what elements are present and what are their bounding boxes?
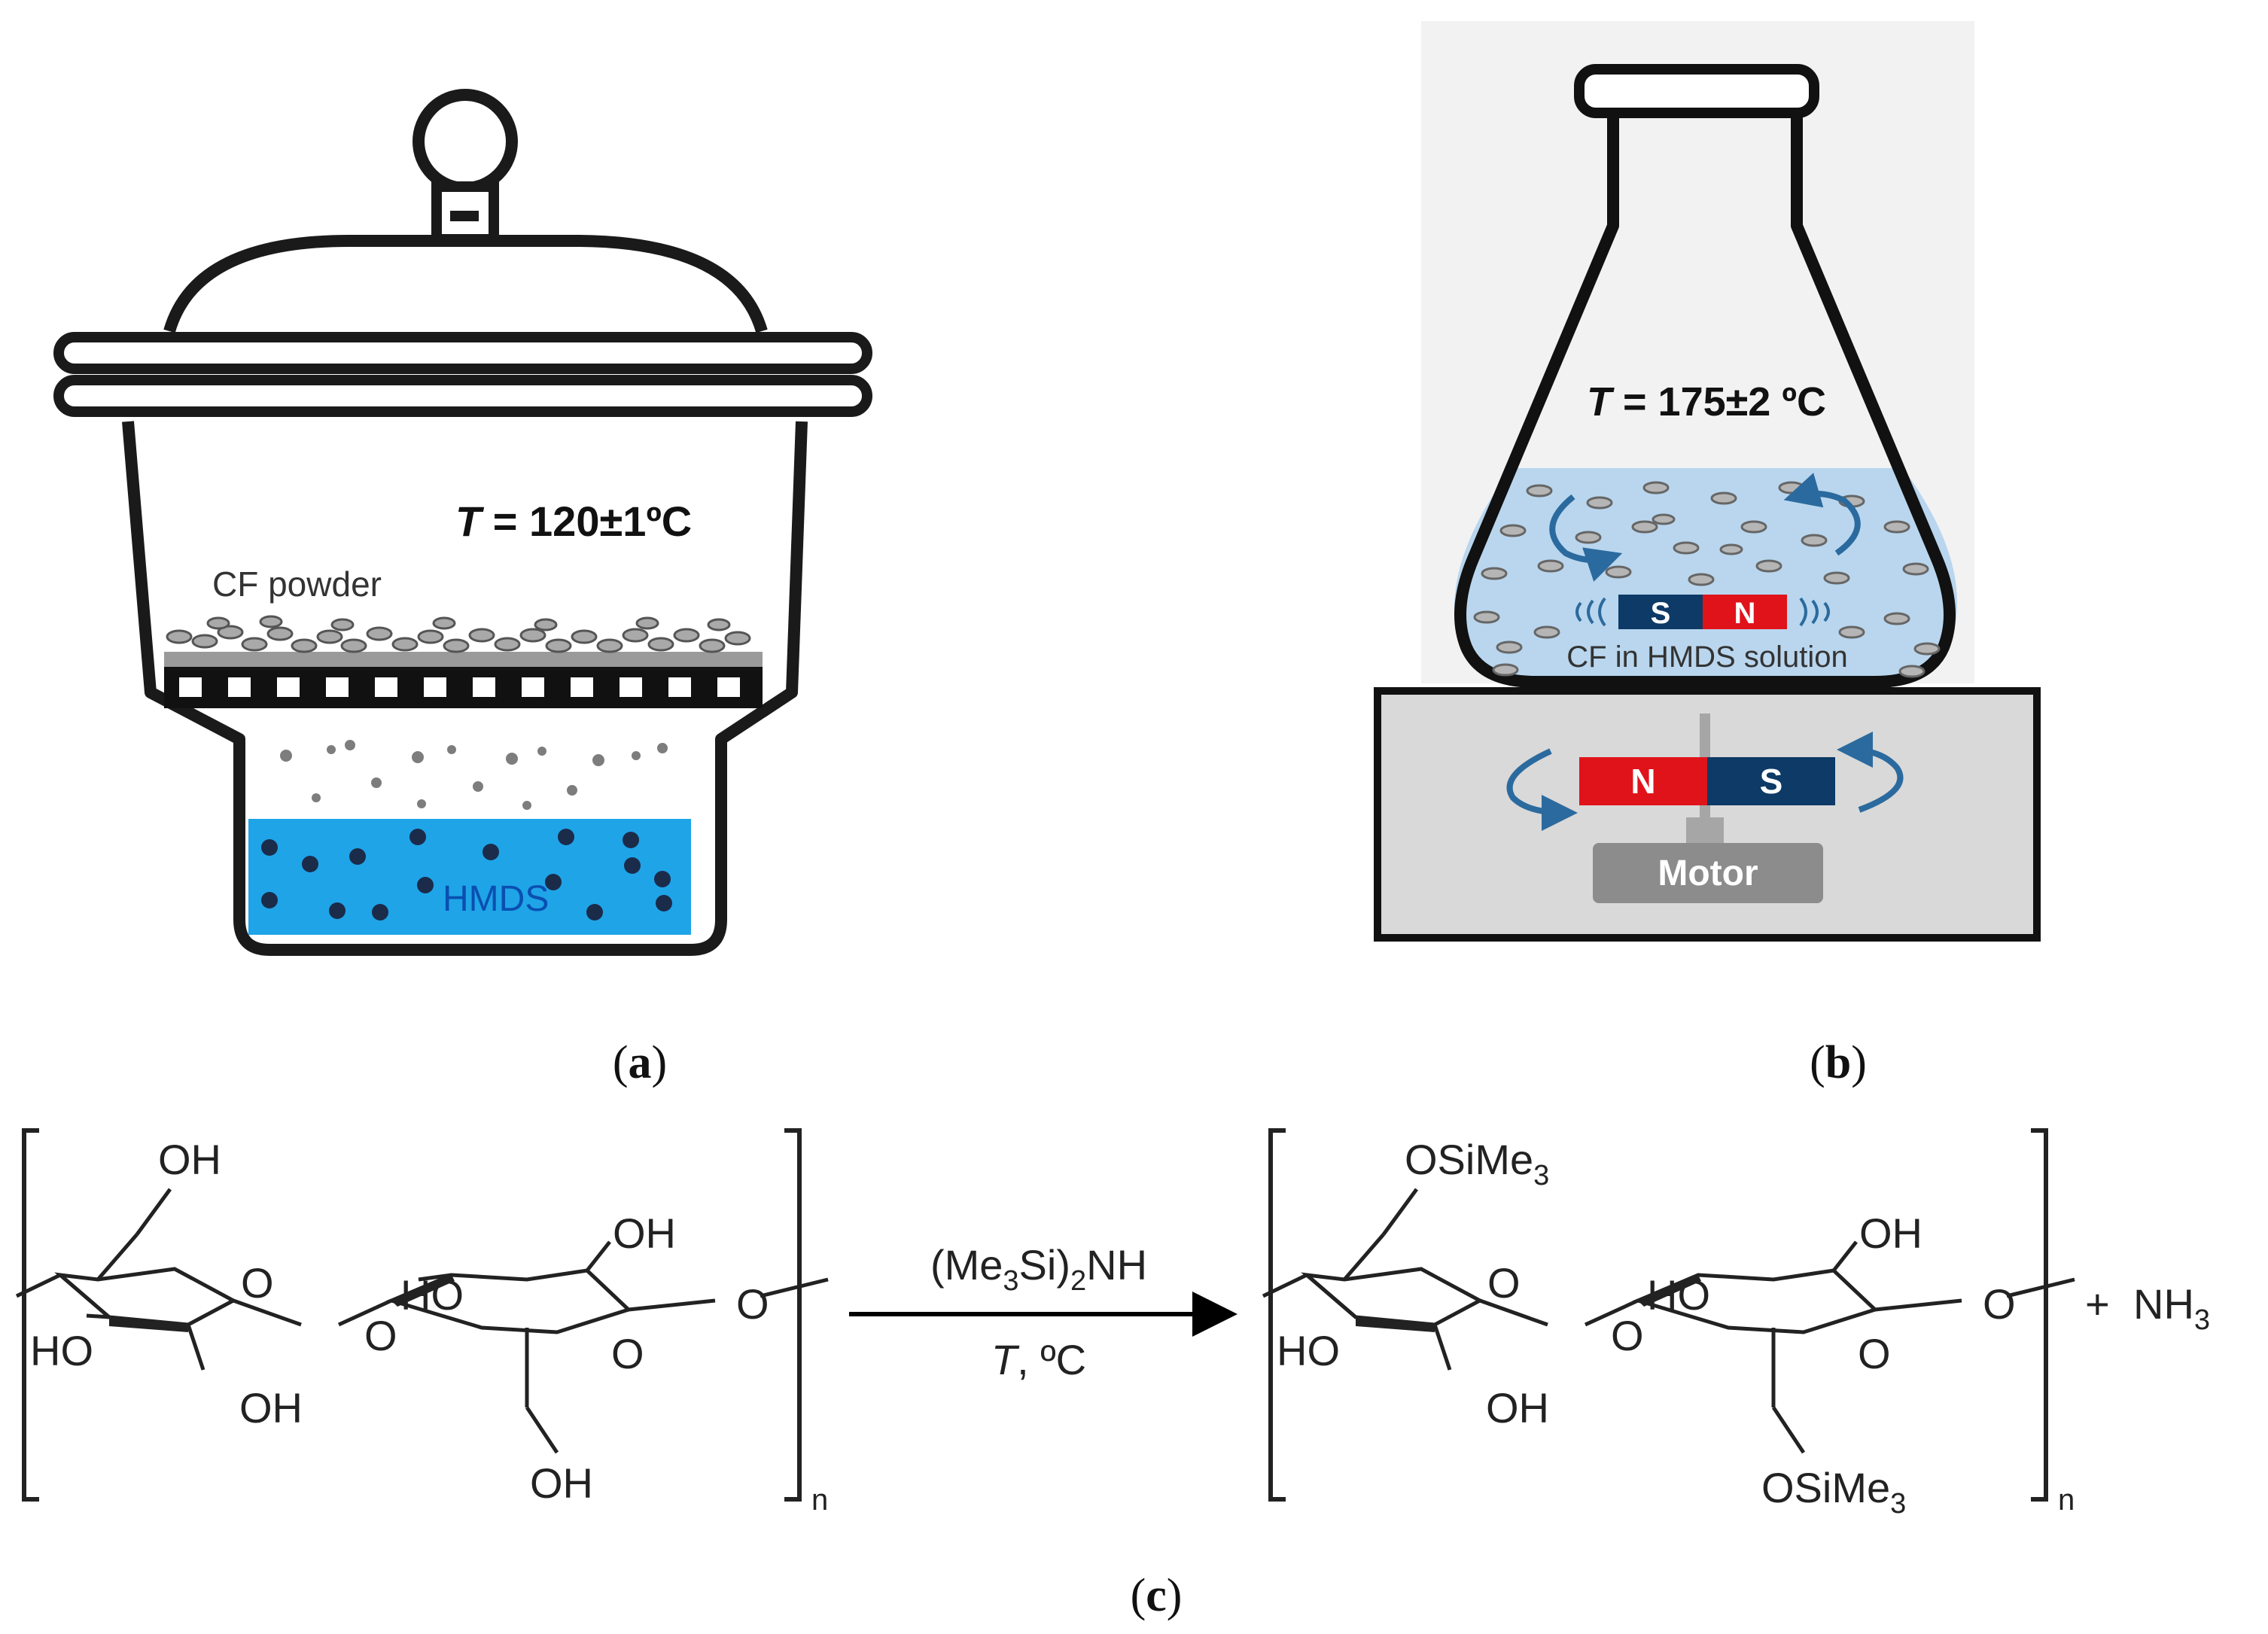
byproduct-nh3: NH3 bbox=[2133, 1280, 2210, 1336]
reactant-bracket-left bbox=[22, 1128, 39, 1502]
motor-label: Motor bbox=[1658, 854, 1758, 893]
panel-c: OH OH O HO OH O HO O O OH n (Me3Si)2NH T… bbox=[15, 1128, 2210, 1520]
product-oh-bottom1: OH bbox=[1486, 1384, 1549, 1432]
product-labels: OSiMe3 OH O HO OH O HO O O OSiMe3 n + NH… bbox=[1277, 1136, 2210, 1520]
product-ring-1-wedge bbox=[1356, 1317, 1435, 1332]
rotation-arrow-left bbox=[1506, 748, 1578, 831]
vapour-particles bbox=[280, 740, 668, 810]
reactant-ho-ring2: HO bbox=[400, 1271, 464, 1319]
reactant-bracket-right bbox=[784, 1128, 802, 1502]
product-osime3-top: OSiMe3 bbox=[1405, 1136, 1549, 1191]
plate-holes bbox=[179, 677, 740, 697]
product-ho-ring2: HO bbox=[1647, 1271, 1710, 1319]
desiccator-lid bbox=[163, 234, 768, 333]
cf-powder-particles bbox=[166, 615, 751, 653]
reactant-oh-top: OH bbox=[158, 1136, 221, 1183]
base-magnet-s-label: S bbox=[1760, 762, 1783, 801]
caption-c: (c) bbox=[1131, 1570, 1183, 1621]
stir-bar-south bbox=[1618, 595, 1703, 629]
erlenmeyer-flask bbox=[1454, 113, 1956, 688]
stir-bar-north bbox=[1703, 595, 1787, 629]
product-o-ring1: O bbox=[1487, 1259, 1521, 1307]
product-o-end: O bbox=[1983, 1280, 2016, 1328]
swirl-arrow-left bbox=[1549, 494, 1623, 582]
product-osime3-bottom: OSiMe3 bbox=[1761, 1464, 1906, 1520]
base-magnet-south bbox=[1707, 757, 1835, 805]
stir-bar-n-label: N bbox=[1734, 597, 1756, 630]
temperature-label-a: T = 120±1ºC bbox=[455, 498, 692, 545]
temperature-label-b: T = 175±2 ºC bbox=[1587, 379, 1826, 424]
reactant-oh-bottom1: OH bbox=[239, 1384, 303, 1432]
product-o-link: O bbox=[1611, 1312, 1644, 1359]
lid-flange-bottom bbox=[53, 375, 872, 417]
panel-b: S N CF in HMDS solution T = 175±2 ºC N S… bbox=[1374, 21, 2041, 942]
motor-coupling bbox=[1686, 817, 1724, 844]
panel-a: T = 120±1ºC CF powder HMDS bbox=[53, 89, 872, 956]
flask-rim bbox=[1574, 64, 1819, 118]
reactant-ring-2 bbox=[385, 1268, 632, 1334]
reactant-labels: OH OH O HO OH O HO O O OH n bbox=[30, 1136, 828, 1517]
lid-flange-top bbox=[53, 332, 872, 374]
plus-sign: + bbox=[2085, 1280, 2110, 1328]
caption-a: (a) bbox=[613, 1037, 667, 1088]
hmds-liquid bbox=[248, 819, 691, 935]
reactant-ho-left: HO bbox=[30, 1327, 93, 1374]
liquid-particles bbox=[261, 829, 672, 920]
product-o-ring2: O bbox=[1858, 1330, 1891, 1377]
perforated-plate bbox=[164, 666, 763, 708]
reactant-o-ring1: O bbox=[241, 1259, 274, 1307]
swirl-arrow-right bbox=[1783, 473, 1861, 556]
reactant-bond-left-stub bbox=[15, 1273, 62, 1298]
reactant-oh-bottom2: OH bbox=[530, 1459, 593, 1507]
motor-box bbox=[1593, 843, 1823, 903]
cf-powder-layer bbox=[164, 652, 763, 667]
rotation-arrow-right bbox=[1837, 732, 1904, 813]
base-magnet-n-label: N bbox=[1630, 762, 1655, 801]
product-repeat-n: n bbox=[2058, 1483, 2075, 1517]
reactant-ring-2-wedge bbox=[391, 1275, 455, 1307]
reactant-o-link: O bbox=[364, 1312, 397, 1359]
product-oh-r2: OH bbox=[1859, 1210, 1922, 1257]
product-ring-2 bbox=[1632, 1268, 1879, 1334]
hmds-label: HMDS bbox=[443, 879, 549, 919]
product-bracket-right bbox=[2031, 1128, 2048, 1502]
product-bracket-left bbox=[1268, 1128, 1286, 1502]
reactant-repeat-n: n bbox=[811, 1483, 828, 1517]
cf-powder-label: CF powder bbox=[212, 564, 382, 604]
reactant-o-end: O bbox=[736, 1280, 769, 1328]
knob-slot bbox=[450, 211, 479, 221]
solution-label: CF in HMDS solution bbox=[1566, 641, 1847, 674]
product-ring-2-wedge bbox=[1638, 1275, 1701, 1307]
reactant-ring-1-wedge bbox=[109, 1317, 188, 1332]
reagent-label: (Me3Si)2NH bbox=[930, 1241, 1147, 1297]
product-ho-left: HO bbox=[1277, 1327, 1340, 1374]
condition-label: T, ºC bbox=[991, 1336, 1086, 1383]
reactant-oh-r2: OH bbox=[613, 1210, 676, 1257]
desiccator-knob bbox=[413, 89, 518, 194]
base-magnet-north bbox=[1579, 757, 1707, 805]
reactant-o-ring2: O bbox=[611, 1330, 644, 1377]
vibration-marks bbox=[1575, 597, 1830, 627]
caption-b: (b) bbox=[1810, 1037, 1867, 1088]
stir-bar-s-label: S bbox=[1651, 597, 1671, 630]
